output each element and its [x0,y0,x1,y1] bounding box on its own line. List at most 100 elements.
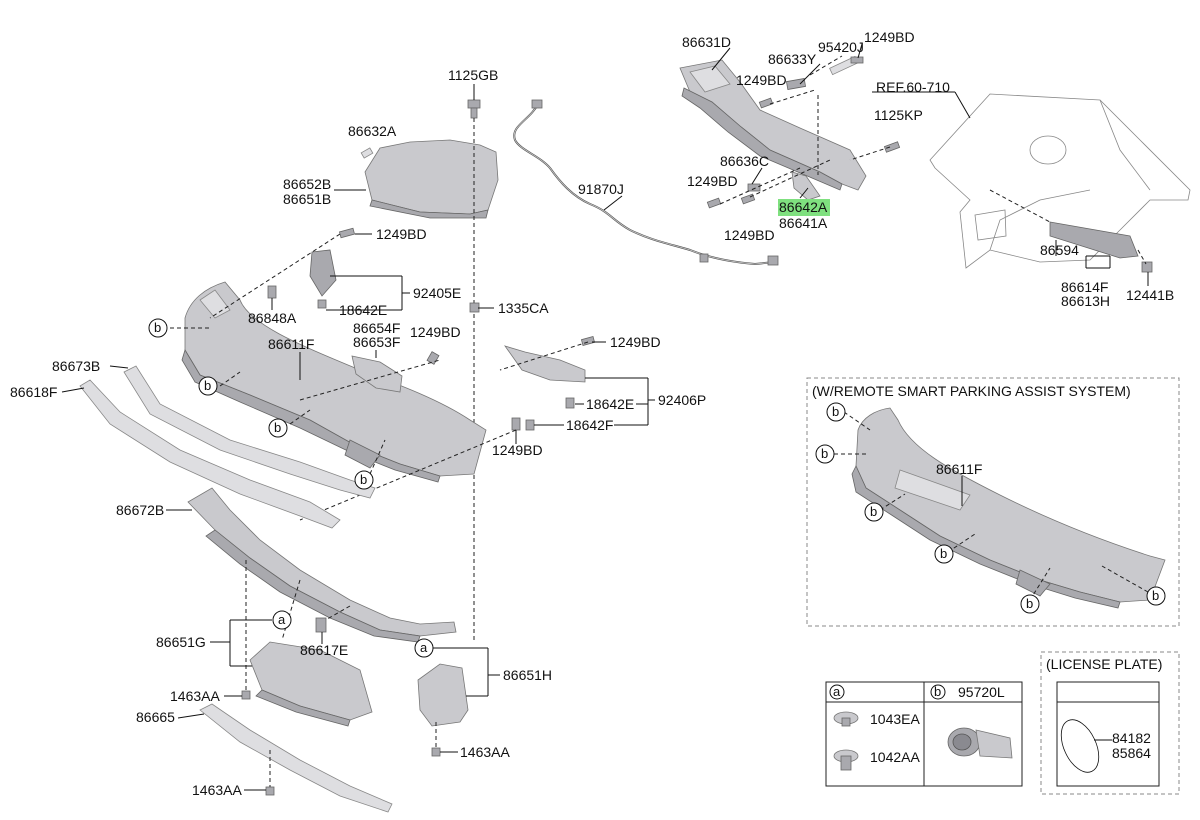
label-1125KP: 1125KP [874,107,923,123]
label-1463AA: 1463AA [192,782,242,798]
license-plate-title: (LICENSE PLATE) [1046,656,1162,672]
bracket-92405E-illustration [309,249,337,297]
label-18642E: 18642E [586,396,634,412]
rail-86631D-illustration [679,59,867,191]
label-1249BD: 1249BD [376,226,427,242]
label-1249BD: 1249BD [724,227,775,243]
bracket-86594-illustration [1049,221,1139,259]
clip-icon [525,419,535,431]
legend-b-header: b [934,684,941,699]
callout-b: b [1020,594,1040,614]
clip-86848A-illustration [267,285,277,299]
label-1249BD: 1249BD [687,173,738,189]
callout-b: b [198,376,218,396]
label-86665: 86665 [136,709,175,725]
callout-a: a [414,638,434,658]
bolt-1125GB-icon [467,99,481,119]
label-12441B: 12441B [1126,287,1174,303]
legend-b-part: 95720L [958,684,1005,700]
clip-icon [317,299,327,309]
clip-icon [265,786,275,796]
bracket-86654F-illustration [351,355,403,393]
bracket-86642A-illustration [791,171,821,201]
license-plate-table [1056,681,1160,787]
bracket-92406P-illustration [504,345,586,383]
label-1125GB: 1125GB [448,67,498,83]
license-plate-part-85864: 85864 [1112,745,1151,761]
inset-smart-parking-frame [806,377,1180,627]
license-plate-frame [1040,651,1180,795]
label-1249BD: 1249BD [492,442,543,458]
bolt-icon [511,417,521,431]
label-95420J: 95420J [818,39,864,55]
label-86653F: 86653F [353,334,400,350]
highlight-86642A [778,199,830,216]
clip-86636C-illustration [747,183,761,192]
callout-b: b [354,470,374,490]
inset-bumper-86611F-illustration [851,407,1166,609]
strip-86673B-illustration [123,365,376,499]
label-86848A: 86848A [248,310,297,326]
bolt-icon [426,351,440,365]
label-92405E: 92405E [413,285,461,301]
svg-text:b: b [832,404,839,419]
svg-text:b: b [154,320,161,335]
clip-1335CA-illustration [469,302,480,313]
svg-text:b: b [274,420,281,435]
pad-86632A-illustration [360,147,374,159]
clip-icon [565,397,575,409]
label-86636C: 86636C [720,153,769,169]
undercover-86651H-illustration [417,663,469,727]
label-86594: 86594 [1040,242,1079,258]
label-1463AA: 1463AA [460,744,510,760]
label-86651H: 86651H [503,667,552,683]
svg-text:b: b [870,504,877,519]
clip-12441B-illustration [1141,261,1153,273]
label-18642E: 18642E [339,302,387,318]
label-91870J: 91870J [578,181,624,197]
label-86652B: 86652B [283,176,331,192]
label-1463AA: 1463AA [170,688,220,704]
label-86651G: 86651G [156,634,206,650]
inset-smart-parking-title: (W/REMOTE SMART PARKING ASSIST SYSTEM) [812,383,1131,399]
label-86611F: 86611F [268,336,314,352]
label-86617E: 86617E [300,642,348,658]
parking-sensor-95720L-icon [947,727,1013,759]
label-86672B: 86672B [116,502,164,518]
label-86633Y: 86633Y [768,51,817,67]
label-92406P: 92406P [658,392,706,408]
svg-text:b: b [360,472,367,487]
label-86632A: 86632A [348,123,397,139]
svg-text:a: a [278,612,286,627]
bolt-icon [850,56,864,64]
callout-b: b [1146,586,1166,606]
svg-text:b: b [940,546,947,561]
bolt-icon [883,141,901,153]
svg-text:a: a [420,640,428,655]
svg-text:b: b [821,446,828,461]
svg-text:b: b [1026,596,1033,611]
label-1249BD: 1249BD [610,334,661,350]
label-86641A: 86641A [779,215,828,231]
garnish-86665-illustration [199,703,393,813]
label-18642F: 18642F [566,417,613,433]
label-86631D: 86631D [682,34,731,50]
legend-row-1043EA: 1043EA [870,711,920,727]
callout-b: b [864,502,884,522]
legend-a-header: a [833,684,841,699]
legend-row-1042AA: 1042AA [870,749,920,765]
svg-text:b: b [204,378,211,393]
label-86614F: 86614F [1061,279,1108,295]
undercover-86651G-illustration [249,641,373,727]
bolt-icon [758,97,774,109]
bracket-86633Y-illustration [785,78,807,90]
label-1249BD: 1249BD [410,324,461,340]
callout-a: a [272,610,292,630]
label-86654F: 86654F [353,320,400,336]
label-1249BD: 1249BD [864,29,915,45]
clip-1042AA-icon [833,749,859,771]
callout-b: b [815,444,835,464]
bolt-icon [706,197,722,209]
label-1335CA: 1335CA [498,300,549,316]
